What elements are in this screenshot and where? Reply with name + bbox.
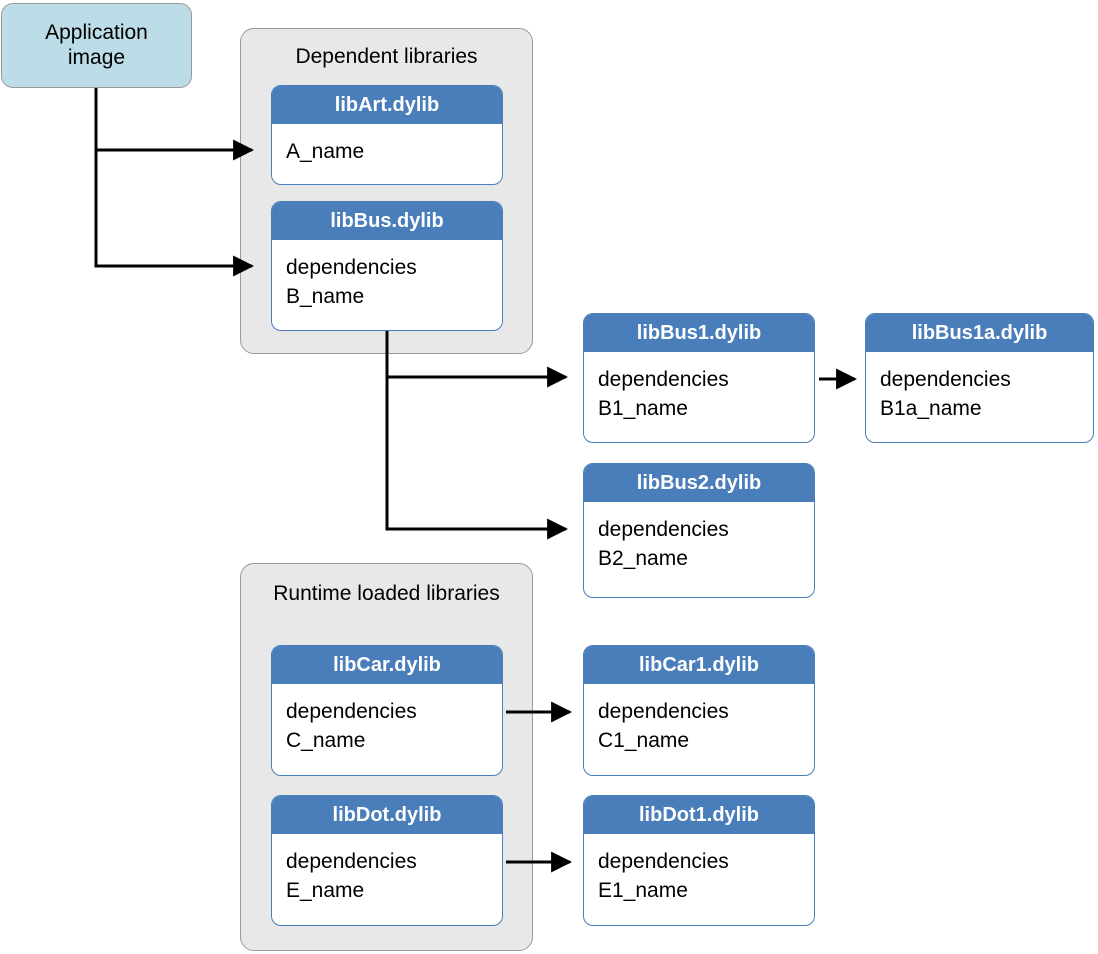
card-libbus-header: libBus.dylib xyxy=(272,202,502,240)
card-libbus1-body: dependencies B1_name xyxy=(584,352,814,424)
card-libcar-header: libCar.dylib xyxy=(272,646,502,684)
card-libcar-body: dependencies C_name xyxy=(272,684,502,756)
card-libcar1-header: libCar1.dylib xyxy=(584,646,814,684)
card-libart-body: A_name xyxy=(272,124,502,167)
card-libbus1-header: libBus1.dylib xyxy=(584,314,814,352)
card-libbus1[interactable]: libBus1.dylib dependencies B1_name xyxy=(583,313,815,443)
application-image-label: Application image xyxy=(45,20,148,69)
card-libdot-header: libDot.dylib xyxy=(272,796,502,834)
card-libdot-body: dependencies E_name xyxy=(272,834,502,906)
edge-libbus-to-libbus2 xyxy=(385,377,569,540)
card-libbus2-body: dependencies B2_name xyxy=(584,502,814,574)
group-runtime-loaded-libraries-title: Runtime loaded libraries xyxy=(273,582,500,605)
application-image-box[interactable]: Application image xyxy=(1,3,192,88)
card-libbus2[interactable]: libBus2.dylib dependencies B2_name xyxy=(583,463,815,598)
card-libcar1[interactable]: libCar1.dylib dependencies C1_name xyxy=(583,645,815,776)
card-libbus1a-header: libBus1a.dylib xyxy=(866,314,1093,352)
card-libbus1a[interactable]: libBus1a.dylib dependencies B1a_name xyxy=(865,313,1094,443)
edge-app-to-libart xyxy=(94,88,255,161)
card-libdot1[interactable]: libDot1.dylib dependencies E1_name xyxy=(583,795,815,926)
card-libcar1-body: dependencies C1_name xyxy=(584,684,814,756)
card-libdot1-header: libDot1.dylib xyxy=(584,796,814,834)
edge-app-to-libbus xyxy=(94,150,255,277)
card-libbus[interactable]: libBus.dylib dependencies B_name xyxy=(271,201,503,331)
card-libbus2-header: libBus2.dylib xyxy=(584,464,814,502)
card-libcar[interactable]: libCar.dylib dependencies C_name xyxy=(271,645,503,776)
card-libbus1a-body: dependencies B1a_name xyxy=(866,352,1093,424)
card-libart-header: libArt.dylib xyxy=(272,86,502,124)
card-libart[interactable]: libArt.dylib A_name xyxy=(271,85,503,185)
card-libdot[interactable]: libDot.dylib dependencies E_name xyxy=(271,795,503,926)
card-libbus-body: dependencies B_name xyxy=(272,240,502,312)
card-libdot1-body: dependencies E1_name xyxy=(584,834,814,906)
group-dependent-libraries-title: Dependent libraries xyxy=(295,45,478,68)
